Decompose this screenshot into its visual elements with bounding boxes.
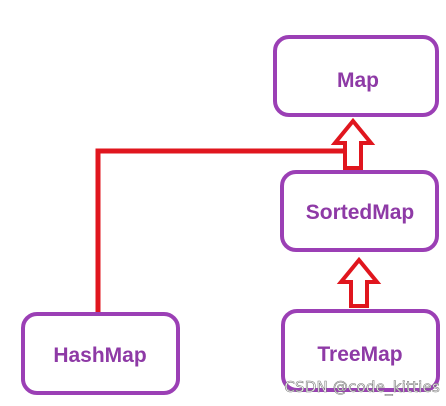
sortedmap-node: SortedMap <box>280 170 439 252</box>
map-label: Map <box>337 69 379 92</box>
treemap-to-sortedmap-arrow <box>336 256 382 308</box>
hashmap-connector-line <box>95 148 352 312</box>
hashmap-label: HashMap <box>53 344 146 367</box>
sortedmap-label: SortedMap <box>306 201 415 224</box>
sortedmap-to-map-arrow <box>330 117 376 170</box>
csdn-watermark: CSDN @code_kitties <box>284 378 440 397</box>
treemap-node: TreeMap <box>281 309 440 392</box>
treemap-label: TreeMap <box>317 343 402 366</box>
map-node: Map <box>273 35 439 117</box>
hashmap-node: HashMap <box>21 312 180 395</box>
